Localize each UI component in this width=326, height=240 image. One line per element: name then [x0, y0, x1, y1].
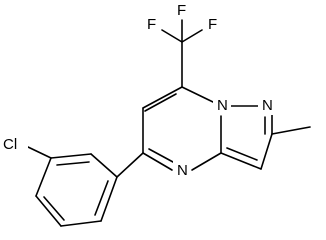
- bond-n-bridge-c7: [181, 86, 214, 103]
- atom-label-n-pyrimidine: N: [177, 162, 188, 179]
- bond-c5-n4-double: [148, 148, 174, 163]
- atom-label-f-left: F: [147, 16, 156, 33]
- bond-c3-c3a-double: [226, 147, 258, 161]
- bond-c-f-left: [161, 29, 183, 43]
- atom-label-n-bridge: N: [217, 97, 228, 114]
- atom-bg-n-pyrazole: [258, 97, 276, 115]
- bond-ph-c5-c6: [60, 220, 102, 227]
- bond-ph-c2-c3: [50, 153, 92, 159]
- atom-label-f-top: F: [177, 2, 186, 19]
- bond-ph-c4-c5-double: [43, 196, 65, 221]
- atom-label-f-right: F: [208, 16, 217, 33]
- chemical-structure-diagram: F F F N N N Cl: [0, 1, 311, 227]
- bond-ph-c2-c3-double: [56, 161, 90, 166]
- bond-pyrimidine-to-phenyl: [116, 152, 144, 178]
- atom-labels: F F F N N N Cl: [0, 2, 276, 179]
- atom-label-cl: Cl: [3, 136, 17, 153]
- atom-bg-n-pyrimidine: [173, 161, 191, 179]
- bond-ph-c6-c1: [100, 176, 118, 222]
- bond-c7-c6-double: [144, 93, 177, 112]
- bonds: [27, 19, 311, 227]
- bond-ph-c4-c5: [35, 195, 62, 227]
- bond-c3-c3a: [220, 152, 262, 170]
- atom-bg-n-bridge: [213, 97, 231, 115]
- bond-ph-c3-c4: [35, 157, 52, 197]
- bond-c2-c3: [260, 133, 273, 170]
- bond-ph-c6-c1-double: [94, 180, 109, 216]
- atom-bg-cl: [0, 135, 28, 153]
- bond-c5-n4: [142, 152, 173, 171]
- bond-c7-c6: [142, 86, 183, 109]
- bond-c-f-right: [181, 29, 203, 43]
- bond-ph-c1-c2: [90, 153, 118, 178]
- bond-ph-c3-cl: [27, 146, 52, 159]
- bond-c2-methyl: [271, 126, 311, 135]
- atom-label-n-pyrazole: N: [262, 97, 273, 114]
- bond-n4-c3a: [191, 152, 222, 171]
